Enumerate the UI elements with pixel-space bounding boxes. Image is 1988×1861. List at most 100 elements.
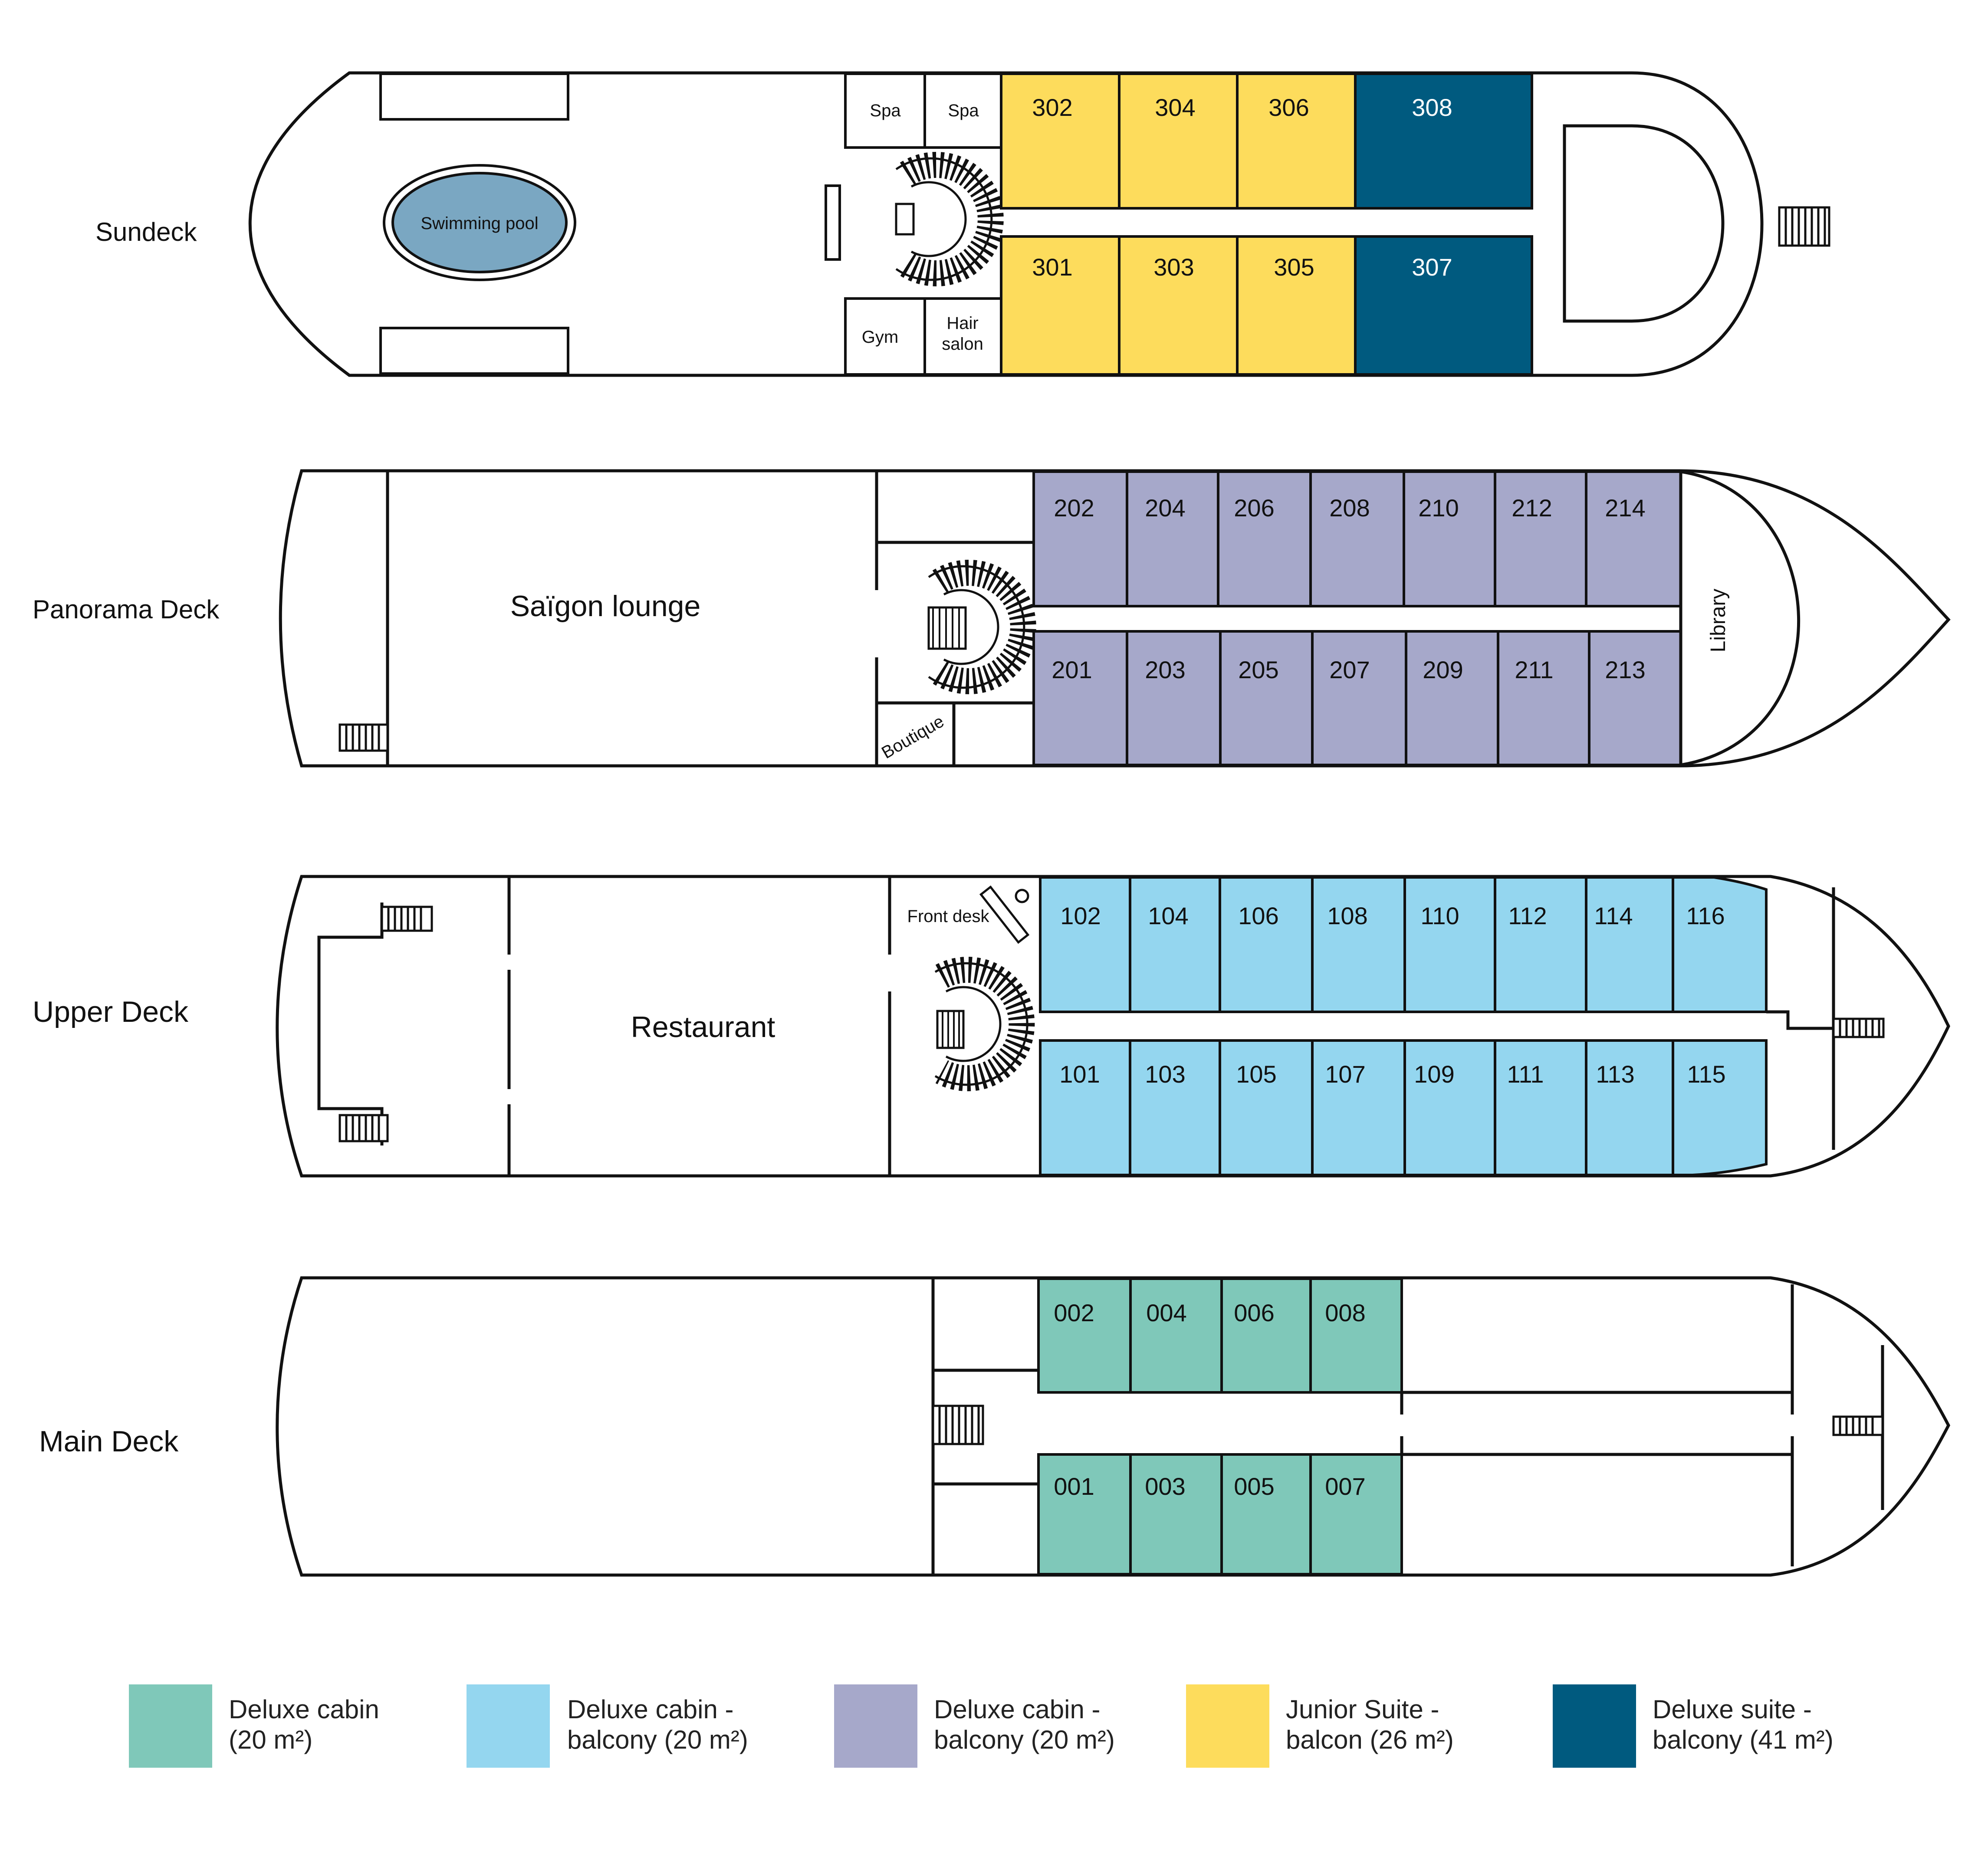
legend-swatch-deluxe-suite bbox=[1553, 1684, 1636, 1768]
cabin-number: 213 bbox=[1605, 656, 1645, 683]
legend-label: balcony (41 m²) bbox=[1653, 1725, 1834, 1754]
legend-swatch-deluxe-cabin bbox=[129, 1684, 212, 1768]
legend-swatch-deluxe-balcony-blue bbox=[467, 1684, 550, 1768]
cabin-number: 106 bbox=[1238, 902, 1278, 929]
library-room bbox=[1680, 470, 1800, 767]
cabin-114 bbox=[1585, 876, 1674, 1013]
restaurant-label: Restaurant bbox=[631, 1011, 775, 1044]
cabin-214 bbox=[1585, 470, 1682, 607]
gym-room bbox=[844, 297, 926, 376]
cabin-109 bbox=[1403, 1039, 1496, 1176]
cabin-116 bbox=[1672, 876, 1768, 1013]
legend-label: Deluxe cabin bbox=[229, 1695, 379, 1724]
cabin-201 bbox=[1032, 630, 1128, 766]
cabin-102 bbox=[1039, 876, 1131, 1013]
spa-label: Spa bbox=[870, 101, 901, 120]
cabin-301 bbox=[1000, 235, 1121, 376]
cabin-205 bbox=[1219, 630, 1314, 766]
cabin-008 bbox=[1309, 1277, 1403, 1394]
sundeck: Swimming pool Spa Spa Gym Hair salon 302… bbox=[95, 71, 1830, 377]
deck-label-upper: Upper Deck bbox=[33, 995, 189, 1028]
cabin-number: 206 bbox=[1234, 494, 1274, 522]
cabin-206 bbox=[1217, 470, 1312, 607]
cabin-number: 008 bbox=[1325, 1299, 1365, 1326]
wall bbox=[1766, 1010, 1834, 1030]
sunbed bbox=[379, 72, 569, 121]
front-desk-label: Front desk bbox=[907, 907, 990, 926]
cabin-number: 109 bbox=[1414, 1060, 1454, 1088]
main-deck: 002 004 006 008 001 003 005 007 Main Dec… bbox=[39, 1276, 1950, 1577]
cabin-number: 204 bbox=[1145, 494, 1185, 522]
spa-room bbox=[844, 72, 926, 149]
cabin-211 bbox=[1497, 630, 1590, 766]
cabin-104 bbox=[1129, 876, 1221, 1013]
cabin-108 bbox=[1311, 876, 1406, 1013]
cabin-number: 301 bbox=[1032, 253, 1072, 281]
cabin-number: 005 bbox=[1234, 1473, 1274, 1500]
cabin-number: 307 bbox=[1412, 253, 1452, 281]
cabin-number: 114 bbox=[1594, 902, 1633, 929]
upper-deck: Restaurant Front desk bbox=[33, 875, 1950, 1178]
ladder-icon bbox=[338, 723, 389, 752]
ladder-icon bbox=[1832, 1017, 1885, 1038]
cabin-number: 302 bbox=[1032, 94, 1072, 121]
cabin-006 bbox=[1220, 1277, 1312, 1394]
legend-label: Deluxe cabin - bbox=[567, 1695, 734, 1724]
legend-label: balcony (20 m²) bbox=[567, 1725, 748, 1754]
cabin-number: 113 bbox=[1596, 1060, 1634, 1088]
ladder-icon bbox=[1778, 206, 1830, 247]
cabin-002 bbox=[1037, 1277, 1132, 1394]
cabin-number: 104 bbox=[1148, 902, 1188, 929]
cabin-number: 303 bbox=[1153, 253, 1194, 281]
legend-label: Deluxe suite - bbox=[1653, 1695, 1812, 1724]
staircase-icon bbox=[927, 560, 1036, 694]
cabin-number: 208 bbox=[1329, 494, 1370, 522]
cabin-number: 103 bbox=[1145, 1060, 1185, 1088]
cabin-111 bbox=[1494, 1039, 1587, 1176]
cabin-number: 211 bbox=[1515, 656, 1553, 683]
cabin-number: 004 bbox=[1146, 1299, 1186, 1326]
cabin-207 bbox=[1311, 630, 1407, 766]
swimming-pool-label: Swimming pool bbox=[421, 214, 538, 233]
cabin-number: 304 bbox=[1155, 94, 1195, 121]
cabin-212 bbox=[1494, 470, 1587, 607]
deck-label-panorama: Panorama Deck bbox=[33, 595, 220, 624]
cabin-number: 202 bbox=[1054, 494, 1094, 522]
cabin-number: 214 bbox=[1605, 494, 1645, 522]
panorama-deck: Saïgon lounge Boutique bbox=[33, 469, 1951, 768]
legend-label: balcony (20 m²) bbox=[934, 1725, 1115, 1754]
gym-label: Gym bbox=[862, 328, 898, 347]
hair-salon-room bbox=[923, 297, 1002, 376]
cabin-115 bbox=[1672, 1039, 1768, 1176]
cabin-number: 116 bbox=[1686, 902, 1725, 929]
sunbed bbox=[379, 327, 569, 375]
cabin-number: 115 bbox=[1687, 1060, 1725, 1088]
cabin-number: 212 bbox=[1512, 494, 1552, 522]
legend-label: Junior Suite - bbox=[1286, 1695, 1439, 1724]
cabin-number: 207 bbox=[1329, 656, 1370, 683]
cabin-number: 205 bbox=[1238, 656, 1278, 683]
cabin-005 bbox=[1220, 1453, 1312, 1575]
cabin-number: 110 bbox=[1420, 902, 1459, 929]
cabin-number: 101 bbox=[1059, 1060, 1100, 1088]
cabin-number: 001 bbox=[1054, 1473, 1094, 1500]
spa-label: Spa bbox=[948, 101, 979, 120]
lounge-label: Saïgon lounge bbox=[510, 590, 701, 623]
cabin-number: 003 bbox=[1145, 1473, 1185, 1500]
deck-label-main: Main Deck bbox=[39, 1425, 179, 1458]
ladder-icon bbox=[381, 906, 433, 932]
cabin-305 bbox=[1236, 235, 1357, 376]
library-label: Library bbox=[1707, 589, 1730, 653]
cabin-105 bbox=[1219, 1039, 1314, 1176]
cabin-004 bbox=[1129, 1277, 1223, 1394]
cabin-number: 306 bbox=[1268, 94, 1309, 121]
cabin-208 bbox=[1309, 470, 1405, 607]
cabin-number: 006 bbox=[1234, 1299, 1274, 1326]
cabin-number: 203 bbox=[1145, 656, 1185, 683]
cabin-number: 111 bbox=[1507, 1060, 1544, 1088]
ladder-icon bbox=[1832, 1415, 1884, 1436]
cabin-number: 209 bbox=[1423, 656, 1463, 683]
cabin-110 bbox=[1403, 876, 1496, 1013]
cabin-number: 112 bbox=[1508, 902, 1547, 929]
